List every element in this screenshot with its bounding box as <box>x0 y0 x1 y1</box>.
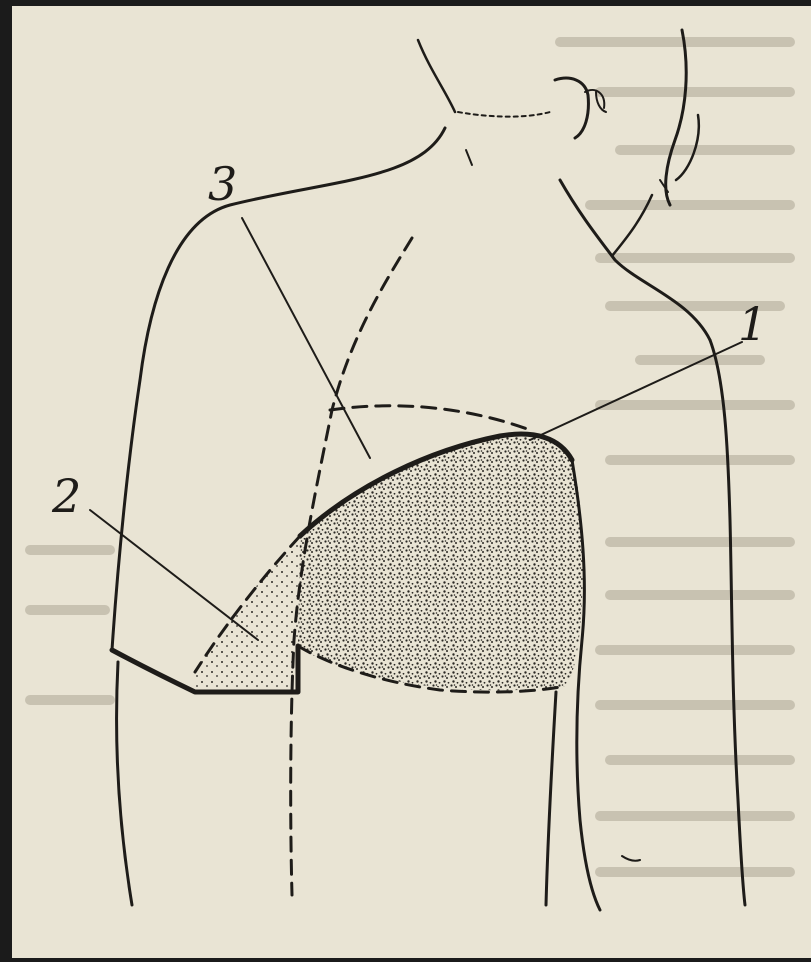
label-2: 2 <box>51 469 81 523</box>
leader-line-1 <box>530 342 742 440</box>
label-3: 3 <box>208 157 237 211</box>
region-1-shaded-area <box>298 434 583 690</box>
leader-line-3 <box>242 218 370 458</box>
label-1: 1 <box>738 297 767 351</box>
background-text-ghost <box>30 42 790 872</box>
region-2-shaded-area <box>195 536 300 692</box>
region-3-dashed-arc <box>330 406 530 430</box>
